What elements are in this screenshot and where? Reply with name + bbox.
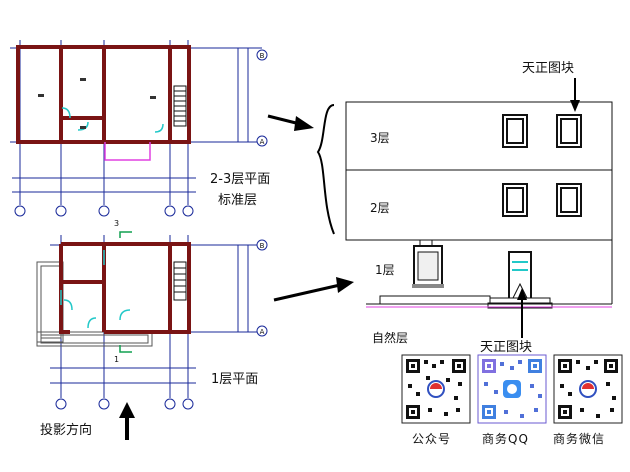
axis-label-a-ground: A <box>260 328 265 336</box>
arrow-ground-to-elevation <box>273 277 354 302</box>
qr-caption-business-wechat: 商务微信 <box>553 432 606 446</box>
section-mark-label-bottom: 1 <box>114 355 119 364</box>
upper-plan-title: 2-3层平面 <box>210 172 270 187</box>
ground-door <box>508 251 532 303</box>
ground-window <box>412 245 444 288</box>
ground-plan-stairs <box>173 261 187 301</box>
ground-plan-title: 1层平面 <box>211 372 258 387</box>
section-marks <box>119 231 132 353</box>
floor-2-label: 2层 <box>370 201 390 215</box>
elevation-brace <box>316 104 335 235</box>
axis-label-a: A <box>260 138 265 146</box>
elevation-windows <box>502 114 582 217</box>
ground-plan-walls <box>59 242 191 334</box>
qr-caption-public-account: 公众号 <box>412 432 452 446</box>
qr-code-business-wechat <box>553 354 623 424</box>
upper-plan-axis-bubbles <box>14 49 268 217</box>
floor-1-label: 1层 <box>375 263 395 277</box>
block-label-top: 天正图块 <box>522 61 574 76</box>
upper-plan-balcony <box>104 142 151 161</box>
qr-code-wechat-account <box>401 354 471 424</box>
projection-label: 投影方向 <box>40 422 92 438</box>
block-arrow-bottom <box>517 288 527 338</box>
upper-plan-walls <box>16 45 191 144</box>
qr-codes <box>401 354 623 424</box>
elevation-base <box>366 295 612 309</box>
natural-floor-label: 自然层 <box>372 330 408 345</box>
axis-label-b-ground: B <box>260 242 265 250</box>
elevation-view: 3层 2层 1层 自然层 天正图块 天正图块 <box>345 61 613 355</box>
axis-label-b: B <box>260 52 265 60</box>
floor-3-label: 3层 <box>370 131 390 145</box>
upper-floor-plan: B A <box>10 40 268 217</box>
upper-plan-room-marks <box>38 78 156 129</box>
qr-caption-business-qq: 商务QQ <box>482 432 529 446</box>
arrow-upper-to-elevation <box>267 114 314 131</box>
ground-plan-axis-bubbles <box>55 239 268 410</box>
upper-plan-subtitle: 标准层 <box>218 193 257 208</box>
ground-plan-doors <box>60 250 131 329</box>
block-label-bottom: 天正图块 <box>480 340 532 355</box>
section-mark-label-top: 3 <box>114 219 119 228</box>
qr-code-business-qq <box>477 354 547 424</box>
ground-floor-plan: 3 1 B A <box>36 219 268 410</box>
projection-arrow <box>119 402 135 440</box>
block-arrow-top <box>570 78 580 112</box>
elevation-frame <box>345 101 613 246</box>
upper-plan-stairs <box>173 85 187 127</box>
